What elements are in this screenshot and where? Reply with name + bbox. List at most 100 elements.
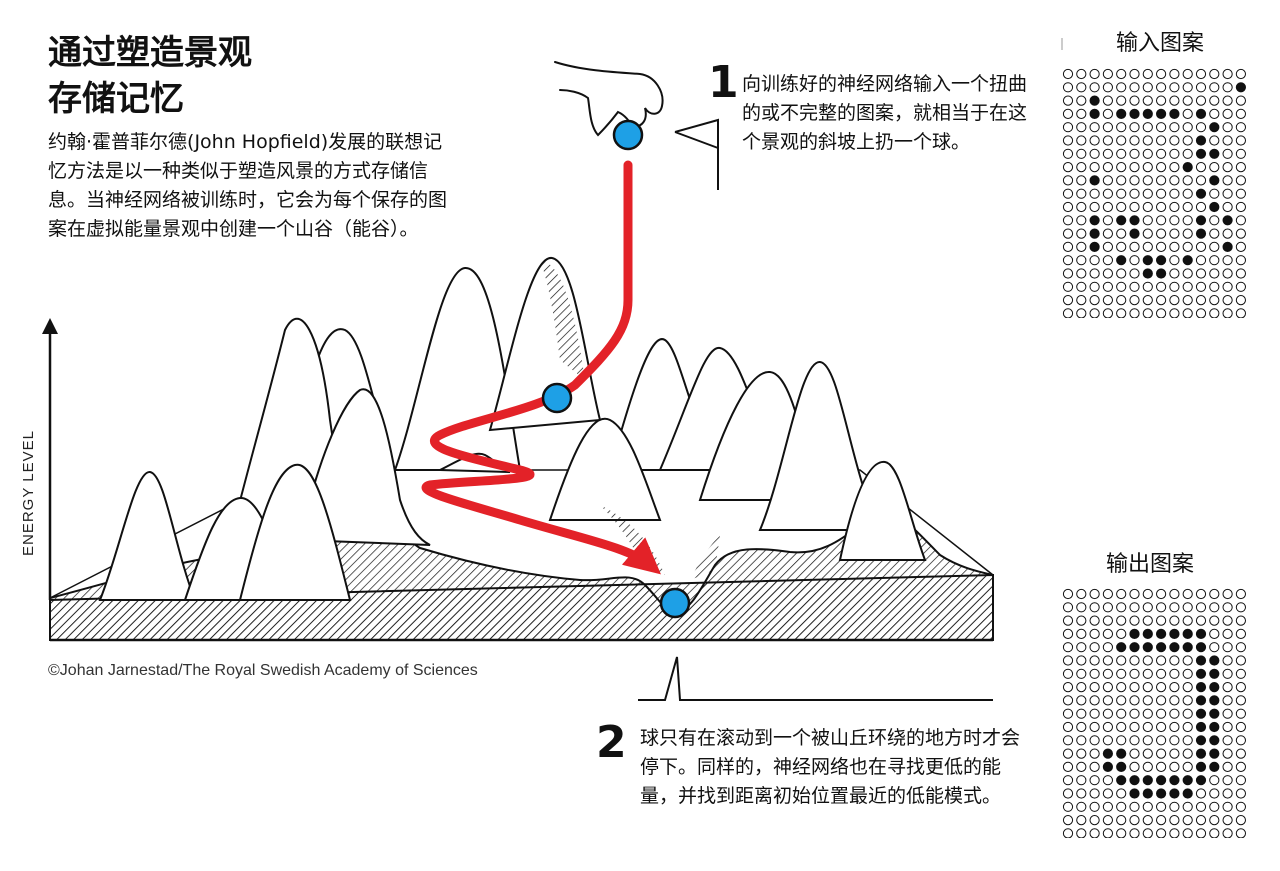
pixel-off — [1089, 162, 1100, 173]
pixel-on — [1209, 761, 1220, 772]
pixel-off — [1235, 108, 1246, 120]
pixel-on — [1129, 642, 1140, 653]
pixel-off — [1169, 308, 1180, 318]
pixel-off — [1076, 721, 1087, 733]
step2-number: 2 — [596, 717, 627, 768]
pixel-off — [1182, 175, 1193, 186]
pixel-off — [1169, 215, 1180, 226]
pixel-off — [1076, 95, 1087, 106]
pixel-off — [1169, 82, 1180, 93]
pixel-off — [1062, 655, 1074, 666]
pixel-off — [1129, 241, 1140, 252]
pixel-off — [1235, 188, 1246, 199]
pixel-off — [1222, 815, 1233, 826]
pixel-off — [1209, 135, 1220, 146]
pixel-off — [1129, 815, 1140, 826]
pixel-off — [1235, 775, 1246, 786]
pixel-off — [1076, 255, 1087, 266]
pixel-off — [1102, 588, 1114, 600]
pixel-off — [1116, 241, 1127, 252]
pixel-off — [1222, 162, 1233, 173]
pixel-off — [1182, 748, 1193, 759]
pixel-off — [1209, 642, 1220, 653]
pixel-off — [1235, 68, 1246, 80]
pixel-off — [1182, 761, 1193, 772]
pixel-off — [1156, 201, 1167, 213]
pixel-on — [1195, 708, 1207, 719]
pixel-off — [1089, 82, 1100, 93]
pixel-on — [1169, 628, 1180, 640]
pixel-off — [1235, 735, 1246, 746]
pixel-off — [1182, 801, 1193, 812]
pixel-on — [1222, 241, 1233, 252]
pixel-on — [1195, 108, 1207, 120]
pixel-off — [1156, 721, 1167, 733]
pixel-off — [1195, 268, 1207, 279]
pixel-off — [1169, 695, 1180, 706]
pixel-off — [1182, 268, 1193, 279]
pixel-off — [1222, 668, 1233, 679]
pixel-off — [1076, 108, 1087, 120]
pixel-off — [1076, 682, 1087, 693]
pixel-off — [1142, 695, 1153, 706]
pixel-off — [1142, 828, 1153, 838]
pixel-off — [1169, 588, 1180, 600]
pixel-off — [1209, 82, 1220, 93]
pixel-off — [1182, 148, 1193, 159]
pixel-off — [1169, 68, 1180, 80]
pixel-off — [1076, 241, 1087, 252]
pixel-off — [1102, 775, 1114, 786]
pixel-off — [1076, 228, 1087, 239]
pixel-off — [1116, 68, 1127, 80]
pixel-off — [1142, 122, 1153, 133]
hill-right-3 — [758, 360, 882, 531]
pixel-off — [1116, 281, 1127, 292]
pixel-off — [1076, 588, 1087, 600]
pixel-off — [1235, 748, 1246, 759]
pixel-off — [1182, 308, 1193, 318]
pixel-on — [1195, 628, 1207, 640]
pixel-off — [1062, 695, 1074, 706]
pixel-off — [1156, 188, 1167, 199]
pixel-off — [1102, 122, 1114, 133]
pixel-off — [1102, 228, 1114, 239]
pixel-off — [1222, 682, 1233, 693]
pixel-off — [1076, 68, 1087, 80]
pixel-off — [1169, 268, 1180, 279]
pixel-off — [1182, 721, 1193, 733]
pixel-off — [1089, 815, 1100, 826]
pixel-off — [1062, 281, 1074, 292]
pixel-off — [1195, 801, 1207, 812]
pixel-off — [1116, 201, 1127, 213]
pixel-off — [1062, 135, 1074, 146]
pixel-off — [1142, 135, 1153, 146]
pixel-off — [1222, 748, 1233, 759]
pixel-on — [1142, 788, 1153, 799]
pixel-off — [1142, 735, 1153, 746]
pixel-off — [1102, 682, 1114, 693]
pixel-off — [1169, 295, 1180, 306]
pixel-off — [1116, 162, 1127, 173]
pixel-off — [1156, 815, 1167, 826]
pixel-off — [1129, 602, 1140, 613]
pixel-off — [1102, 201, 1114, 213]
pixel-off — [1142, 241, 1153, 252]
y-axis-label: ENERGY LEVEL — [20, 430, 37, 556]
pixel-off — [1195, 82, 1207, 93]
pixel-off — [1235, 148, 1246, 159]
pixel-off — [1169, 815, 1180, 826]
pixel-off — [1182, 122, 1193, 133]
pixel-off — [1169, 95, 1180, 106]
pixel-off — [1235, 228, 1246, 239]
pixel-off — [1142, 308, 1153, 318]
pixel-off — [1222, 788, 1233, 799]
pixel-off — [1235, 122, 1246, 133]
pixel-off — [1102, 655, 1114, 666]
pixel-on — [1195, 228, 1207, 239]
pixel-off — [1169, 615, 1180, 626]
pixel-off — [1142, 682, 1153, 693]
pixel-off — [1102, 668, 1114, 679]
pixel-on — [1129, 775, 1140, 786]
pixel-on — [1116, 255, 1127, 266]
pixel-off — [1142, 602, 1153, 613]
